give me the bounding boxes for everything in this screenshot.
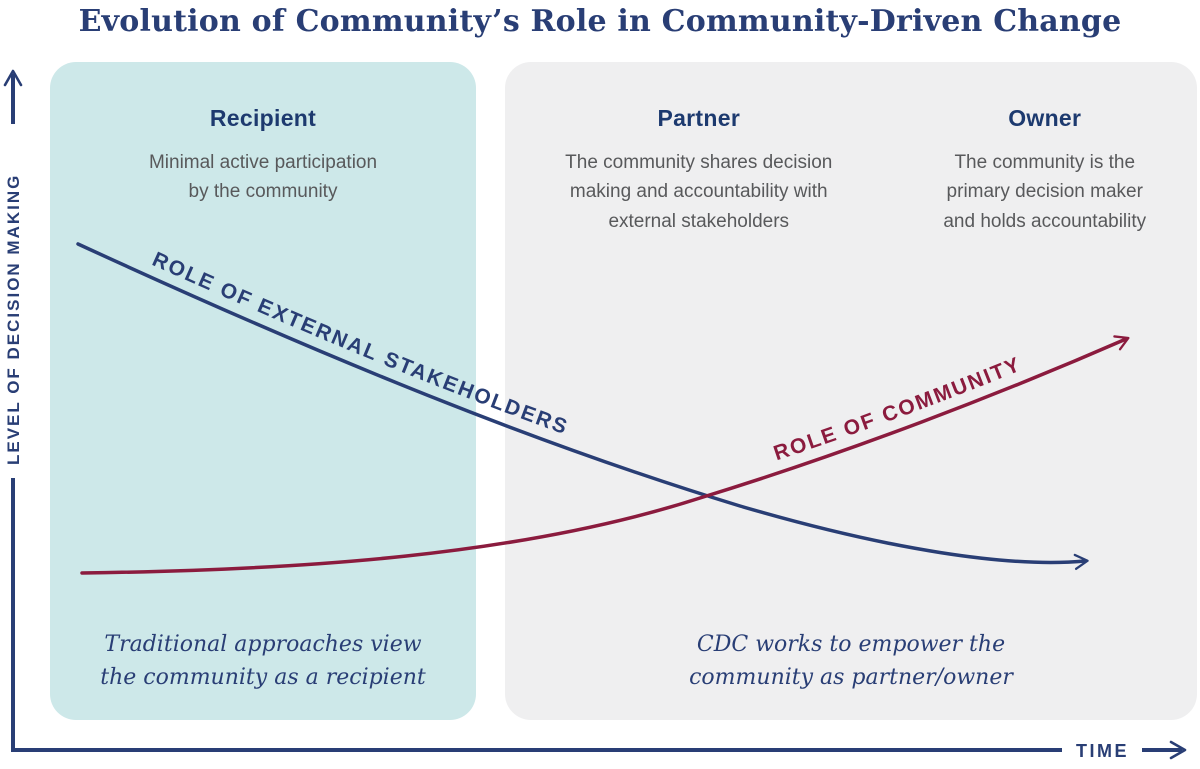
right-annotation-line-1: CDC works to empower the	[696, 632, 1006, 657]
partner-owner-panel: Partner The community shares decision ma…	[505, 62, 1197, 720]
recipient-description-line-2: by the community	[188, 181, 338, 203]
owner-description: The community is the primary decision ma…	[900, 148, 1190, 236]
partner-description-line-2: making and accountability with	[569, 181, 828, 203]
y-axis-label: LEVEL OF DECISION MAKING	[4, 174, 23, 465]
left-annotation: Traditional approaches view the communit…	[50, 628, 476, 694]
recipient-description-line-1: Minimal active participation	[148, 152, 378, 173]
partner-heading: Partner	[657, 105, 741, 131]
owner-description-line-3: and holds accountability	[943, 210, 1147, 232]
partner-column: Partner The community shares decision ma…	[505, 105, 893, 236]
left-annotation-line-2: the community as a recipient	[100, 665, 426, 690]
partner-description: The community shares decision making and…	[524, 148, 874, 236]
x-axis-label: TIME	[1076, 741, 1129, 761]
recipient-panel: Recipient Minimal active participation b…	[50, 62, 476, 720]
owner-heading: Owner	[1008, 105, 1082, 131]
owner-column: Owner The community is the primary decis…	[893, 105, 1197, 236]
recipient-description: Minimal active participation by the comm…	[103, 148, 423, 207]
right-annotation: CDC works to empower the community as pa…	[505, 628, 1197, 694]
owner-description-line-1: The community is the	[954, 152, 1136, 173]
partner-description-line-3: external stakeholders	[608, 210, 790, 232]
right-annotation-line-2: community as partner/owner	[689, 665, 1013, 690]
recipient-heading: Recipient	[209, 105, 317, 131]
owner-description-line-2: primary decision maker	[946, 181, 1143, 203]
left-annotation-line-1: Traditional approaches view	[104, 632, 422, 657]
partner-description-line-1: The community shares decision	[565, 152, 833, 173]
diagram-title: Evolution of Community’s Role in Communi…	[78, 4, 1122, 39]
